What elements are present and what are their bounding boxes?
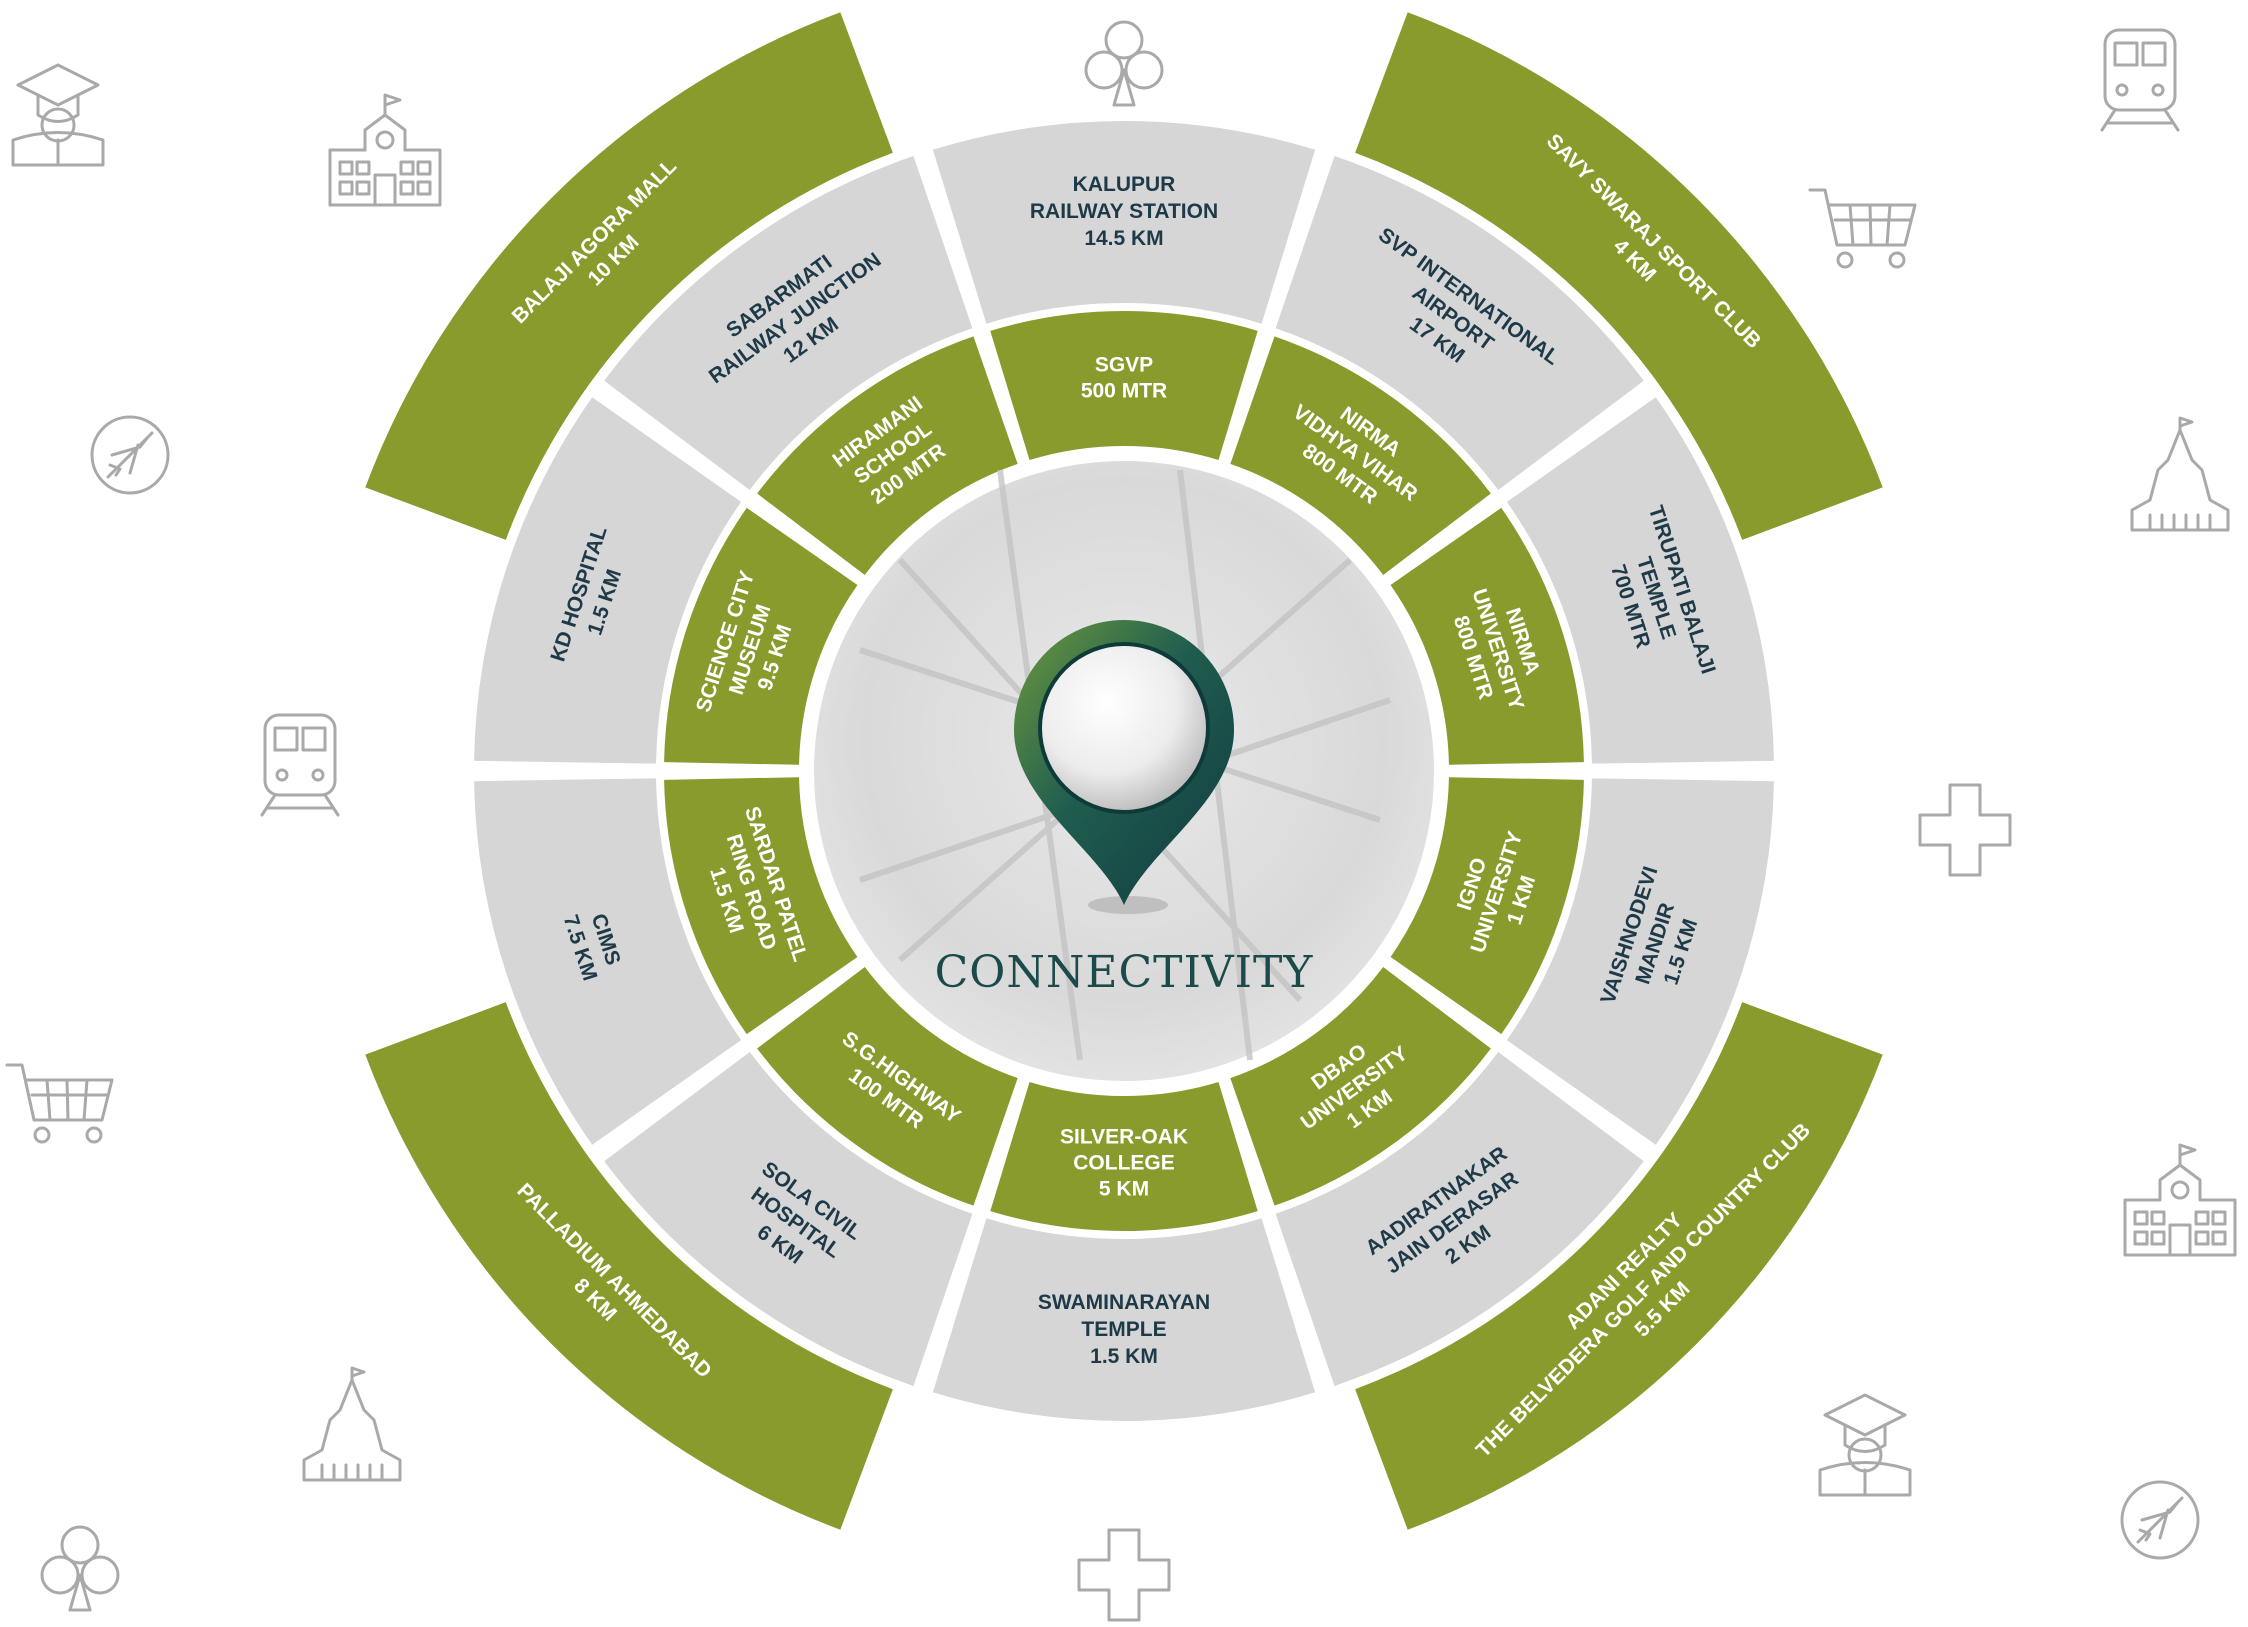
inner-ring-segment: NIRMAUNIVERSITY800 MTR [1390,507,1584,765]
inner-ring-segment: SCIENCE CITYMUSEUM9.5 KM [664,507,858,765]
middle-ring-segment-label: KALUPUR RAILWAY STATION 14.5 KM [1030,173,1218,250]
middle-ring-segment-shape [1506,778,1774,1145]
inner-ring-segment-shape [1390,777,1584,1035]
outer-ring-segment-shape [365,1002,893,1530]
airplane-icon [90,415,170,495]
middle-ring-segment-shape [604,156,973,491]
middle-ring-segment-shape [604,1051,973,1386]
temple-icon [302,1366,402,1482]
train-icon [260,713,340,817]
label-line: TEMPLE [1081,1318,1166,1341]
middle-ring-segment: SABARMATIRAILWAY JUNCTION12 KM [604,156,973,491]
label-line: SWAMINARAYAN [1038,1291,1210,1314]
club-icon [40,1525,120,1612]
middle-ring-segment-shape [1506,397,1774,764]
inner-ring: SGVP 500 MTR NIRMAVIDHYA VIHAR800 MTRNIRMA… [664,310,1584,1231]
inner-ring-segment-shape [757,967,1018,1206]
middle-ring-segment: CIMS7.5 KM [474,778,742,1145]
label-line: COLLEGE [1073,1151,1175,1174]
inner-ring-segment: DBAOUNIVERSITY1 KM [1230,967,1491,1206]
inner-ring-segment-shape [990,310,1258,461]
inner-ring-segment: HIRAMANISCHOOL200 MTR [757,336,1018,575]
outer-ring-segment-shape [1355,1002,1883,1530]
middle-ring-segment-shape [474,778,742,1145]
inner-ring-segment: SGVP 500 MTR [990,310,1258,461]
inner-ring-segment: IGNOUNIVERSITY1 KM [1390,777,1584,1035]
school-building-icon [328,93,442,207]
temple-icon [2130,416,2230,532]
background-icons [5,20,2237,1622]
inner-ring-segment: SILVER-OAK COLLEGE 5 KM [990,1081,1258,1231]
inner-ring-segment-shape [757,336,1018,575]
club-icon [1084,20,1164,107]
shopping-cart-icon [1808,188,1917,269]
inner-ring-segment: NIRMAVIDHYA VIHAR800 MTR [1230,336,1491,575]
middle-ring-segment: SWAMINARAYAN TEMPLE 1.5 KM [932,1218,1316,1421]
middle-ring-segment: TIRUPATI BALAJITEMPLE700 MTR [1506,397,1774,764]
inner-ring-segment-shape [1230,967,1491,1206]
inner-ring-segment-shape [990,1081,1258,1231]
middle-ring-segment-shape [932,121,1316,324]
graduate-icon [11,63,105,167]
label-line: 1.5 KM [1090,1345,1158,1368]
outer-ring-segment-shape [365,12,893,540]
inner-ring-segment-shape [664,777,858,1035]
label-line: 14.5 KM [1084,227,1163,250]
center-map-disc: CONNECTIVITY [814,461,1434,1081]
middle-ring-segment: KALUPUR RAILWAY STATION 14.5 KM [932,121,1316,324]
middle-ring-segment-shape [1275,156,1644,491]
label-line: SILVER-OAK [1060,1125,1188,1148]
middle-ring-segment-shape [932,1218,1316,1421]
hospital-cross-icon [1918,783,2012,877]
page-title: CONNECTIVITY [935,947,1314,998]
middle-ring-segment: VAISHNODEVIMANDIR1.5 KM [1506,778,1774,1145]
label-line: SGVP [1095,353,1153,376]
outer-ring-segment-shape [1355,12,1883,540]
train-icon [2100,28,2180,132]
airplane-icon [2120,1480,2200,1560]
inner-ring-segment-label: SILVER-OAK COLLEGE 5 KM [1060,1125,1188,1200]
middle-ring-segment: AADIRATNAKARJAIN DERASAR2 KM [1275,1051,1644,1386]
inner-ring-segment-shape [1230,336,1491,575]
middle-ring-segment-label: SWAMINARAYAN TEMPLE 1.5 KM [1038,1291,1210,1368]
middle-ring-segment-shape [474,397,742,764]
middle-ring-segment: KD HOSPITAL1.5 KM [474,397,742,764]
graduate-icon [1818,1393,1912,1497]
middle-ring-segment: SOLA CIVILHOSPITAL6 KM [604,1051,973,1386]
inner-ring-segment-shape [1390,507,1584,765]
pin-shadow [1088,896,1168,914]
hospital-cross-icon [1077,1528,1171,1622]
middle-ring: KALUPUR RAILWAY STATION 14.5 KM SVP INTERNA… [474,121,1774,1421]
shopping-cart-icon [5,1063,114,1144]
label-line: 500 MTR [1081,379,1167,402]
location-pin-icon [1014,620,1234,905]
school-building-icon [2123,1143,2237,1257]
label-line: RAILWAY STATION [1030,200,1218,223]
inner-ring-segment-shape [664,507,858,765]
middle-ring-segment-shape [1275,1051,1644,1386]
label-line: 5 KM [1099,1177,1149,1200]
inner-ring-segment: SARDAR PATELRING ROAD1.5 KM [664,777,858,1035]
middle-ring-segment: SVP INTERNATIONALAIRPORT17 KM [1275,156,1644,491]
inner-ring-segment-label: SGVP 500 MTR [1081,353,1167,402]
label-line: KALUPUR [1073,173,1176,196]
inner-ring-segment: S.G.HIGHWAY100 MTR [757,967,1018,1206]
